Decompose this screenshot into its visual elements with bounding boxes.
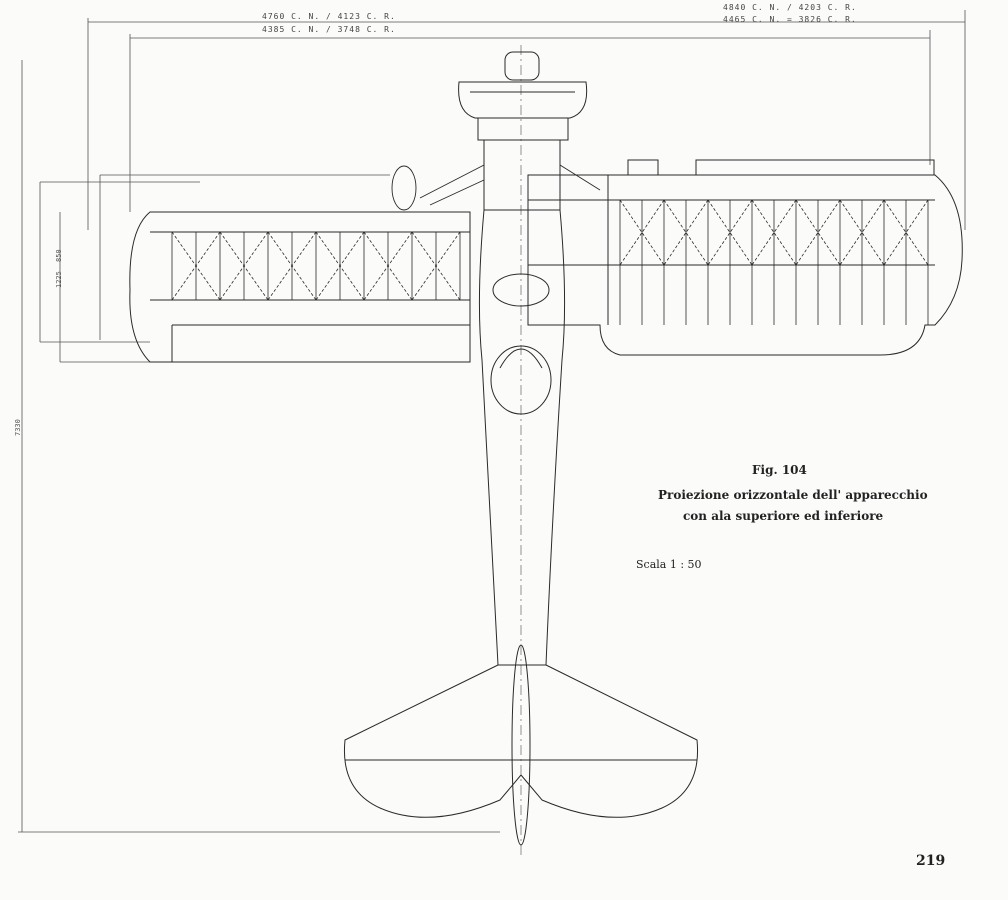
figure-caption-line2: con ala superiore ed inferiore bbox=[683, 509, 884, 523]
dim-top-left-1: 4760 C. N. / 4123 C. R. bbox=[262, 12, 396, 21]
right-wing bbox=[527, 159, 963, 356]
dimension-lines bbox=[18, 10, 966, 833]
engine-cowling bbox=[458, 51, 588, 211]
page-number: 219 bbox=[916, 853, 946, 869]
dim-top-left-2: 4385 C. N. / 3748 C. R. bbox=[262, 25, 396, 34]
left-wing bbox=[129, 211, 471, 363]
fuselage bbox=[478, 209, 566, 666]
right-wing-ribs bbox=[619, 199, 929, 325]
dim-top-right-2: 4465 C. N. = 3826 C. R. bbox=[723, 15, 857, 24]
tailplane bbox=[343, 644, 699, 846]
figure-caption-line1: Proiezione orizzontale dell' apparecchio bbox=[658, 488, 928, 502]
figure-number: Fig. 104 bbox=[752, 463, 807, 477]
cabane-struts bbox=[391, 164, 601, 211]
scale-label: Scala 1 : 50 bbox=[636, 558, 702, 571]
dim-top-right-1: 4840 C. N. / 4203 C. R. bbox=[723, 3, 857, 12]
left-wing-ribs bbox=[171, 231, 461, 301]
